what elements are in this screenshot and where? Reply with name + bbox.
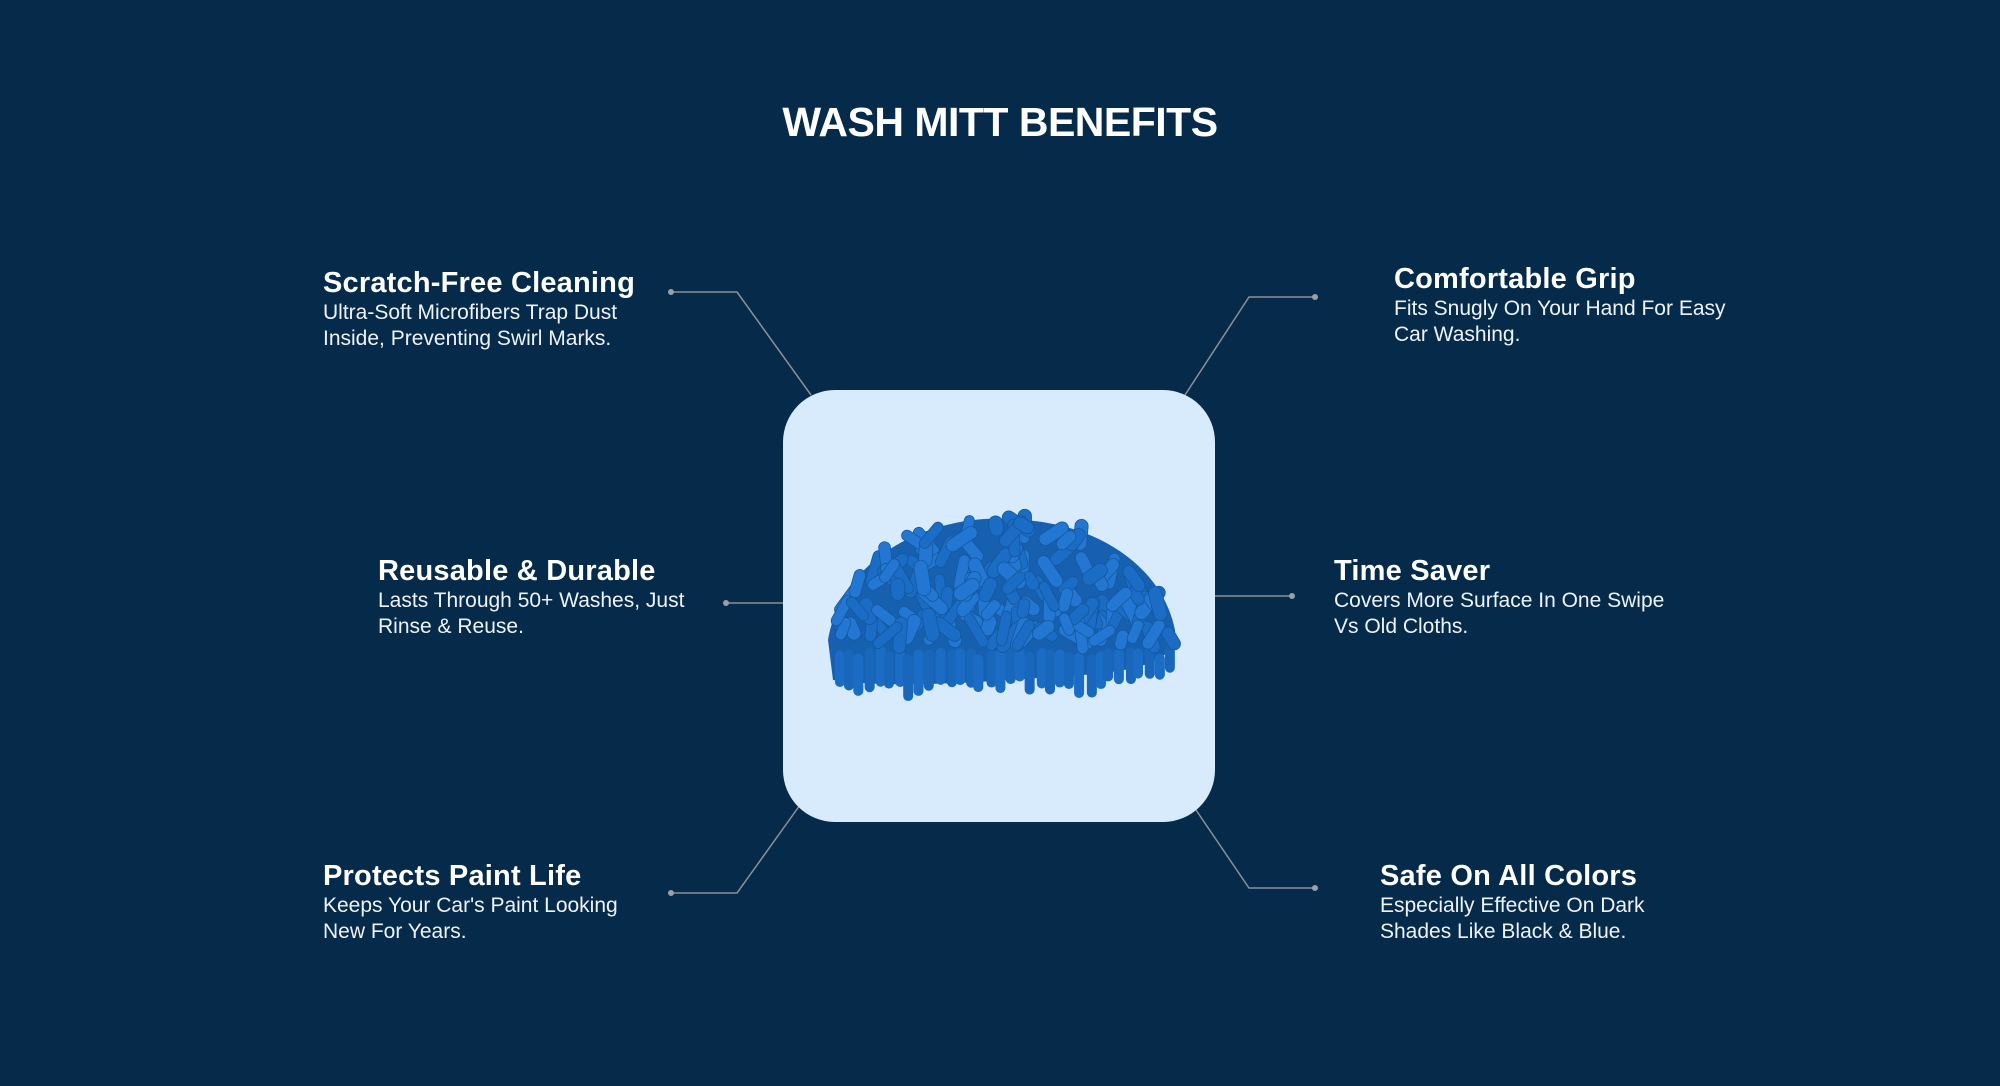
mitt-fiber [872,621,903,649]
mitt-fiber [1013,516,1035,535]
connector-comfortable-grip [1184,296,1315,396]
mitt-fiber [875,645,886,687]
mitt-fiber [923,649,934,691]
mitt-fiber [953,577,980,602]
benefit-text: Ultra-Soft Microfibers Trap Dust Inside,… [323,301,618,350]
mitt-fiber [1011,619,1035,651]
connector-dot [1289,593,1295,599]
mitt-fiber [986,649,997,688]
mitt-fiber [864,647,875,693]
mitt-fiber [1133,648,1144,679]
benefit-heading: Protects Paint Life [323,860,582,892]
mitt-fiber [1164,646,1175,673]
mitt-fiber [1126,619,1144,644]
mitt-fiber [995,649,1006,694]
mitt-fiber [1103,648,1114,682]
mitt-fiber [946,649,957,688]
page-title: WASH MITT BENEFITS [782,99,1218,146]
benefit-safe-colors: Safe On All Colors Especially Effective … [1380,859,1720,945]
connector-dot [723,600,729,606]
mitt-fiber [1058,612,1075,636]
benefit-scratch-free: Scratch-Free Cleaning Ultra-Soft Microfi… [323,266,663,352]
mitt-fiber [995,610,1013,647]
mitt-fiber [913,649,924,696]
mitt-fiber [918,521,944,549]
connector-safe-colors [1195,809,1315,889]
mitt-fiber [845,596,869,622]
mitt-fiber [988,515,1005,537]
mitt-fiber [1044,649,1055,695]
mitt-fiber [1057,587,1074,613]
connector-dot [1312,294,1318,300]
mitt-fiber [843,649,854,691]
benefit-text: Especially Effective On Dark Shades Like… [1380,894,1645,943]
benefit-comfortable-grip: Comfortable Grip Fits Snugly On Your Han… [1394,262,1734,348]
benefit-heading: Scratch-Free Cleaning [323,267,636,299]
benefit-protects-paint: Protects Paint Life Keeps Your Car's Pai… [323,859,663,945]
connector-dot [668,289,674,295]
mitt-fiber [973,654,984,693]
mitt-fiber [921,607,940,642]
connector-scratch-free [671,291,812,396]
benefit-time-saver: Time Saver Covers More Surface In One Sw… [1334,554,1674,640]
mitt-fiber [1054,649,1065,688]
mitt-fiber [879,558,900,584]
mitt-fiber [1036,555,1064,588]
mitt-fiber [955,648,966,686]
mitt-fiber [1154,653,1165,680]
product-image-card [783,390,1215,822]
mitt-fiber [1074,652,1085,698]
mitt-fiber [1001,571,1026,595]
benefit-heading: Safe On All Colors [1380,860,1638,892]
benefit-heading: Reusable & Durable [378,555,656,587]
mitt-fiber [1038,581,1060,612]
mitt-fiber [903,654,914,702]
mitt-fiber [1122,565,1146,592]
connector-dot [668,890,674,896]
mitt-fiber [853,653,864,696]
mitt-fiber [1144,645,1155,679]
mitt-fiber [935,647,946,685]
mitt-fiber [834,650,845,687]
mitt-fiber [890,578,906,601]
mitt-fiber [1128,585,1145,606]
mitt-fiber [1055,530,1077,551]
wash-mitt-image [828,508,1181,702]
mitt-fiber [1005,646,1016,685]
mitt-fiber [1161,626,1181,651]
mitt-fiber [1014,645,1025,682]
benefit-heading: Comfortable Grip [1394,263,1636,295]
mitt-fiber [883,651,894,689]
benefit-text: Fits Snugly On Your Hand For Easy Car Wa… [1394,297,1726,346]
mitt-fiber [964,613,989,648]
benefit-text: Keeps Your Car's Paint Looking New For Y… [323,894,618,943]
mitt-fiber [1086,654,1097,698]
connector-protects-paint [671,804,801,894]
mitt-fiber [913,559,932,597]
mitt-fiber [835,617,852,641]
benefit-text: Lasts Through 50+ Washes, Just Rinse & R… [378,589,685,638]
mitt-fiber [1113,648,1124,685]
mitt-fiber [945,526,978,553]
benefit-text: Covers More Surface In One Swipe Vs Old … [1334,589,1665,638]
mitt-fiber [1016,597,1031,619]
mitt-fiber [980,599,1001,621]
mitt-fiber [1081,562,1108,586]
mitt-fiber [1106,586,1133,612]
benefit-heading: Time Saver [1334,555,1491,587]
connector-dot [1312,885,1318,891]
mitt-fiber [1114,629,1129,651]
mitt-fiber [1148,586,1168,622]
mitt-fiber [1031,619,1055,641]
mitt-fiber [1038,521,1069,546]
mitt-fiber [1063,652,1074,690]
mitt-fiber [978,577,998,603]
mitt-fiber [1088,624,1116,647]
mitt-fiber [895,649,906,687]
benefit-reusable: Reusable & Durable Lasts Through 50+ Was… [378,554,718,640]
mitt-fiber [1036,648,1047,689]
mitt-fiber [1024,651,1035,695]
